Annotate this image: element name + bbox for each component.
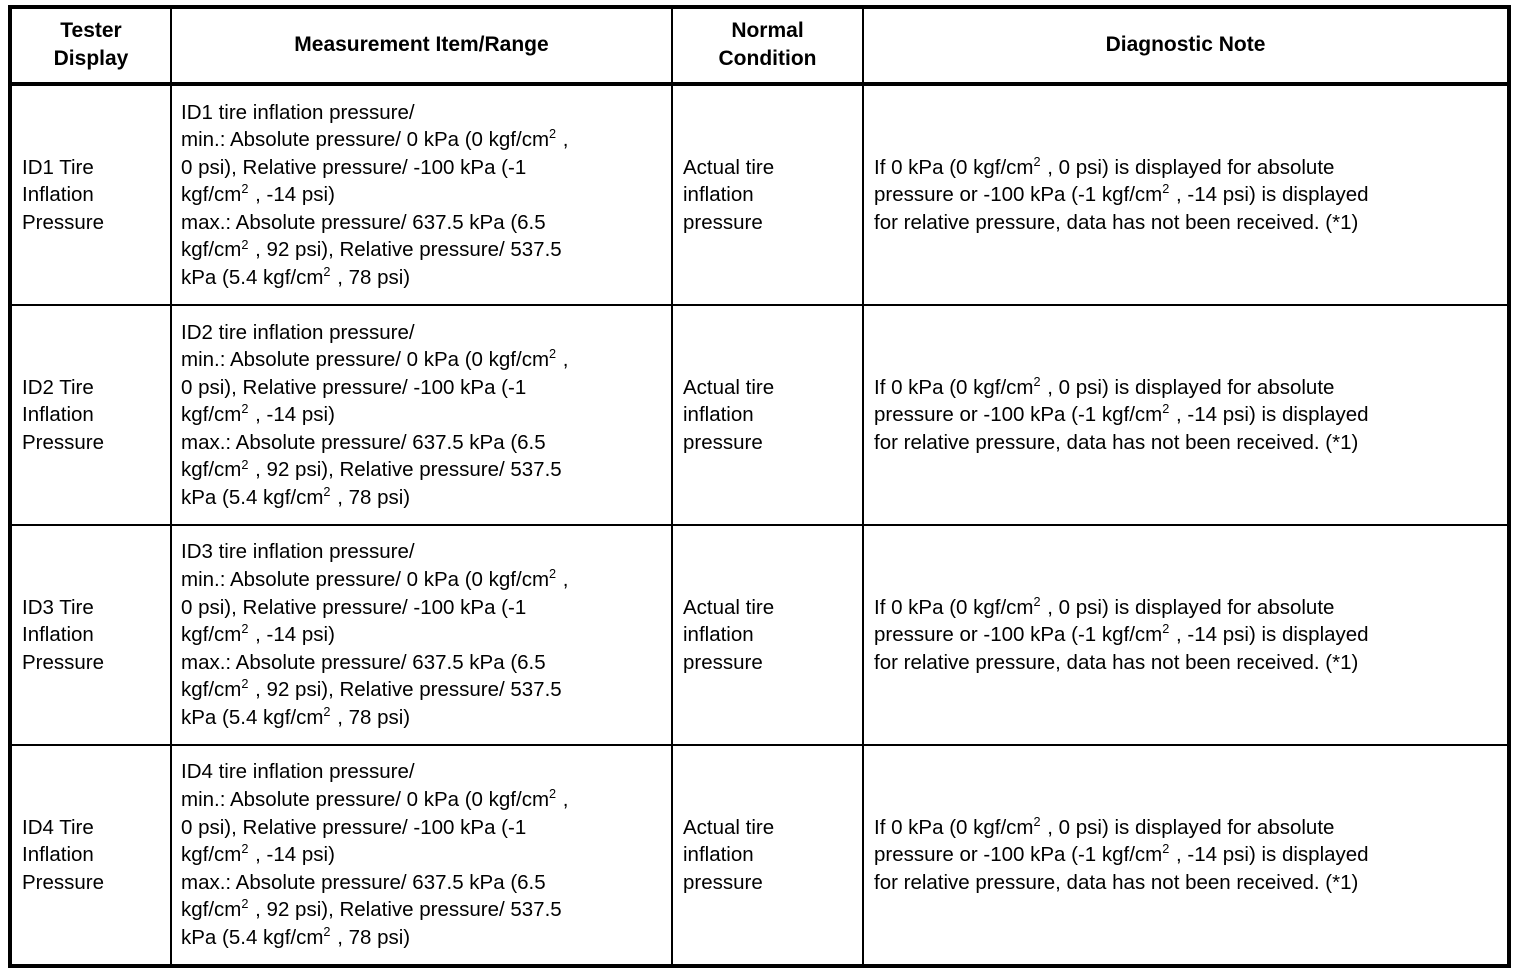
cell-normal-condition: Actual tire inflation pressure <box>672 743 864 966</box>
header-label: Measurement Item/Range <box>294 32 549 56</box>
cell-diagnostic-note: If 0 kPa (0 kgf/cm2 , 0 psi) is displaye… <box>863 743 1509 966</box>
table-row: ID4 Tire Inflation Pressure ID4 tire inf… <box>10 743 1509 966</box>
cell-tester-display: ID4 Tire Inflation Pressure <box>10 743 172 966</box>
cell-diagnostic-note: If 0 kPa (0 kgf/cm2 , 0 psi) is displaye… <box>874 153 1369 234</box>
header-label: Tester Display <box>53 19 129 70</box>
cell-measurement-item-range: ID4 tire inflation pressure/ min.: Absol… <box>171 743 673 966</box>
header-row: Tester Display Measurement Item/Range No… <box>10 7 1509 86</box>
table-header: Tester Display Measurement Item/Range No… <box>10 7 1509 86</box>
cell-measurement-item-range: ID3 tire inflation pressure/ min.: Absol… <box>171 523 673 745</box>
cell-normal-condition: Actual tire inflation pressure <box>672 523 864 745</box>
column-header-measurement-item-range: Measurement Item/Range <box>171 7 673 86</box>
table-body: ID1 Tire Inflation Pressure ID1 tire inf… <box>10 84 1509 966</box>
cell-diagnostic-note: If 0 kPa (0 kgf/cm2 , 0 psi) is displaye… <box>863 304 1509 525</box>
cell-diagnostic-note: If 0 kPa (0 kgf/cm2 , 0 psi) is displaye… <box>863 523 1509 745</box>
table-row: ID1 Tire Inflation Pressure ID1 tire inf… <box>10 84 1509 306</box>
cell-normal-condition: Actual tire inflation pressure <box>672 84 864 306</box>
table-row: ID3 Tire Inflation Pressure ID3 tire inf… <box>10 523 1509 745</box>
cell-measurement-item-range: ID1 tire inflation pressure/ min.: Absol… <box>171 84 673 306</box>
header-label: Diagnostic Note <box>1105 32 1266 56</box>
column-header-normal-condition: Normal Condition <box>672 7 864 86</box>
cell-measurement-item-range: ID2 tire inflation pressure/ min.: Absol… <box>171 304 673 525</box>
column-header-diagnostic-note: Diagnostic Note <box>863 7 1509 86</box>
column-header-tester-display: Tester Display <box>10 7 172 86</box>
cell-tester-display: ID1 Tire Inflation Pressure <box>10 84 172 306</box>
cell-tester-display: ID2 Tire Inflation Pressure <box>10 304 172 525</box>
header-label: Normal Condition <box>718 19 817 70</box>
tire-pressure-spec-table: Tester Display Measurement Item/Range No… <box>8 5 1511 968</box>
cell-tester-display: ID3 Tire Inflation Pressure <box>10 523 172 745</box>
cell-normal-condition: Actual tire inflation pressure <box>672 304 864 525</box>
spec-table-sheet: Tester Display Measurement Item/Range No… <box>8 5 1511 968</box>
table-row: ID2 Tire Inflation Pressure ID2 tire inf… <box>10 304 1509 525</box>
